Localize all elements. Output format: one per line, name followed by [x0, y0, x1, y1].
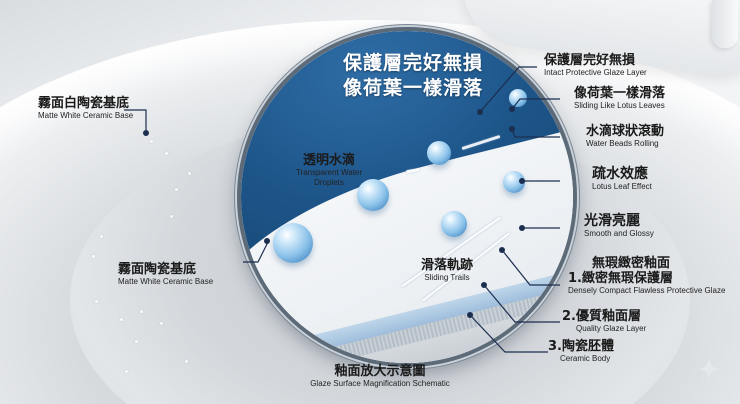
seat-hinge — [712, 0, 738, 48]
callout-dot — [481, 282, 487, 288]
label-lotus-leaf-effect: 疏水效應 Lotus Leaf Effect — [592, 166, 652, 192]
lens-headline: 保護層完好無損 像荷葉一樣滑落 — [342, 52, 483, 99]
callout-dot — [509, 106, 515, 112]
water-droplet — [357, 179, 389, 211]
label-matte-ceramic-base: 霧面陶瓷基底 Matte White Ceramic Base — [118, 262, 214, 286]
callout-dot — [519, 225, 525, 231]
sparkle-icon — [698, 358, 720, 380]
callout-dot — [499, 247, 505, 253]
callout-dot — [264, 238, 270, 244]
label-water-beads-rolling: 水滴球狀滾動 Water Beads Rolling — [586, 124, 665, 148]
label-matte-white-ceramic-base: 霧面白陶瓷基底 Matte White Ceramic Base — [38, 96, 134, 120]
label-quality-glaze-layer: 2.優質釉面層 Quality Glaze Layer — [562, 309, 647, 333]
label-smooth-glossy: 光滑亮麗 Smooth and Glossy — [584, 213, 654, 239]
callout-dot — [519, 178, 525, 184]
water-droplet — [503, 171, 525, 193]
callout-dot — [477, 109, 483, 115]
water-droplet — [427, 141, 451, 165]
callout-dot — [467, 312, 473, 318]
label-sliding-lotus-leaves: 像荷葉一樣滑落 Sliding Like Lotus Leaves — [574, 86, 666, 110]
callout-dot — [509, 126, 515, 132]
label-transparent-droplets: 透明水滴 Transparent Water Droplets — [295, 153, 363, 187]
label-sliding-trails: 滑落軌跡 Sliding Trails — [420, 258, 473, 282]
label-ceramic-body: 3.陶瓷胚體 Ceramic Body — [548, 339, 614, 363]
magnifier-lens: 保護層完好無損 像荷葉一樣滑落 — [237, 27, 577, 367]
water-droplet — [273, 223, 313, 263]
label-dense-protective-glaze: 無瑕緻密釉面 1.緻密無瑕保護層 Densely Compact Flawles… — [568, 256, 726, 295]
water-droplet — [441, 211, 467, 237]
callout-dot — [143, 130, 149, 136]
diagram-title: 釉面放大示意圖 Glaze Surface Magnification Sche… — [310, 364, 450, 388]
label-intact-protective-glaze: 保護層完好無損 Intact Protective Glaze Layer — [544, 53, 647, 77]
water-droplet — [509, 89, 527, 107]
